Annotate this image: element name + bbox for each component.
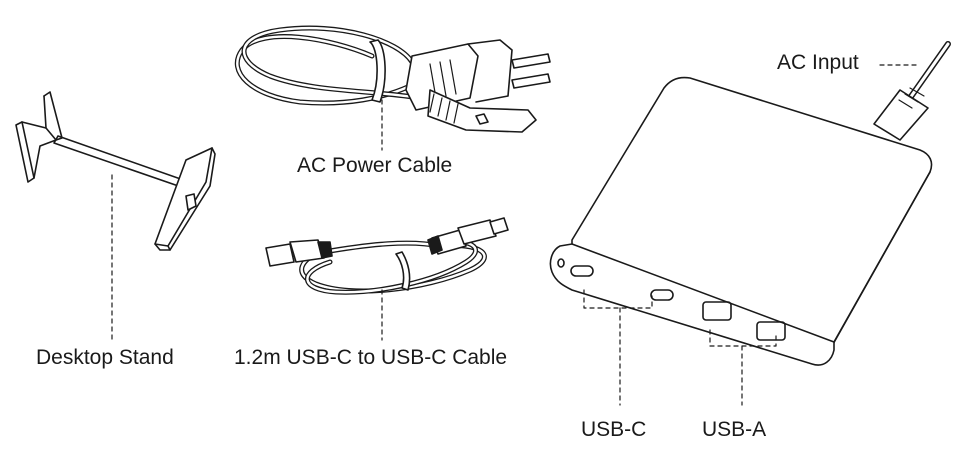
- usb-a-port-2: [756, 321, 786, 341]
- desktop-stand-illustration: [15, 91, 216, 251]
- label-usb-c: USB-C: [581, 418, 647, 441]
- usb-a-port-1: [702, 301, 732, 321]
- ac-power-cable-illustration: [234, 25, 551, 133]
- usb-c-port-2: [650, 289, 674, 301]
- charger-illustration: [549, 41, 951, 366]
- label-desktop-stand: Desktop Stand: [36, 346, 174, 369]
- label-ac-input: AC Input: [777, 51, 859, 74]
- usb-c-port-1: [570, 265, 594, 277]
- label-usbc-cable: 1.2m USB-C to USB-C Cable: [234, 346, 508, 369]
- label-usb-a: USB-A: [702, 418, 767, 441]
- leader-lines: [111, 64, 919, 406]
- label-ac-power-cable: AC Power Cable: [297, 154, 453, 177]
- usbc-cable-illustration: [265, 217, 509, 295]
